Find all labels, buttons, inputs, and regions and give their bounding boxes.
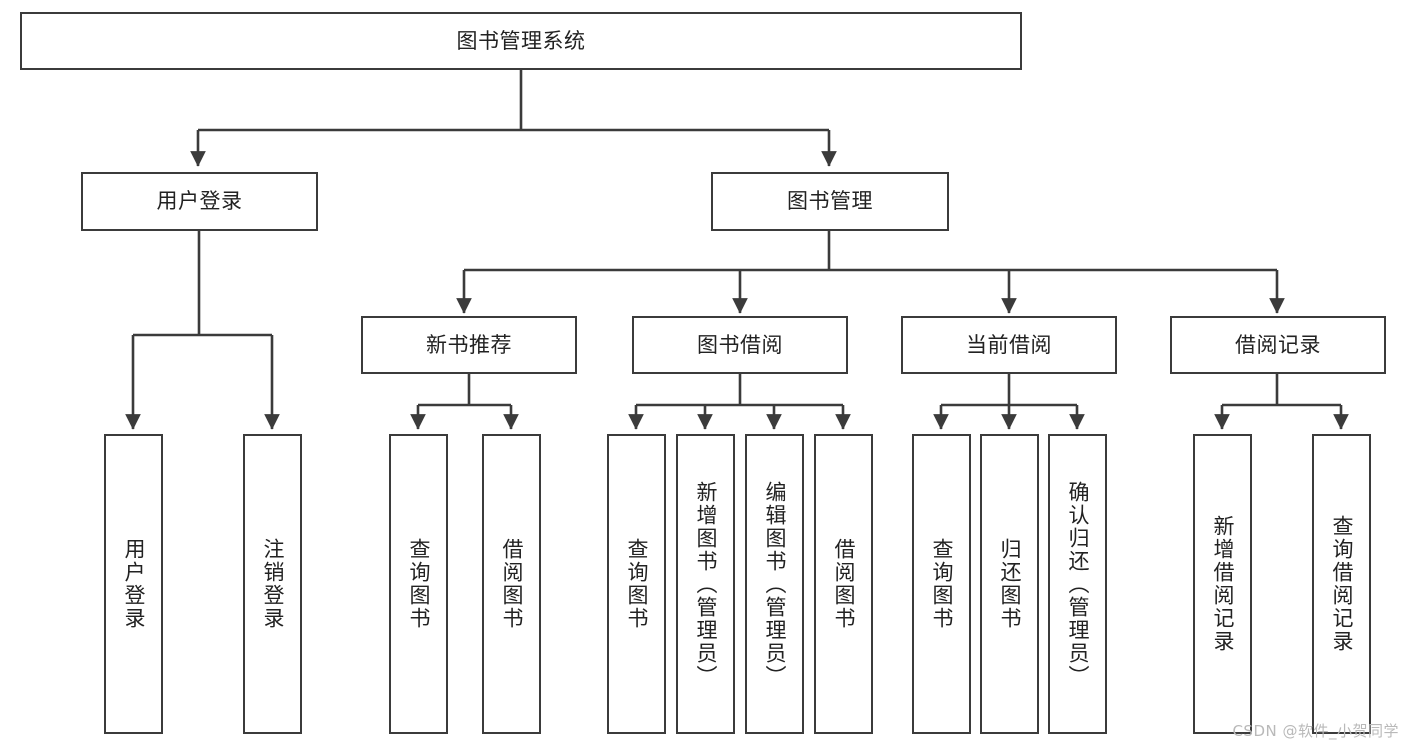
node-label: 编辑图书（管理员） bbox=[763, 480, 787, 688]
node-label: 新书推荐 bbox=[426, 332, 512, 357]
node-book-borrow[interactable]: 图书借阅 bbox=[632, 316, 848, 374]
node-label: 查询图书 bbox=[930, 538, 954, 630]
node-root-book-management-system[interactable]: 图书管理系统 bbox=[20, 12, 1022, 70]
leaf-add-borrow-record[interactable]: 新增借阅记录 bbox=[1193, 434, 1252, 734]
leaf-return-book[interactable]: 归还图书 bbox=[980, 434, 1039, 734]
node-label: 查询图书 bbox=[407, 538, 431, 630]
node-label: 用户登录 bbox=[156, 189, 243, 214]
leaf-query-book-current[interactable]: 查询图书 bbox=[912, 434, 971, 734]
node-label: 用户登录 bbox=[122, 538, 146, 630]
node-label: 注销登录 bbox=[261, 538, 285, 630]
node-label: 图书管理系统 bbox=[456, 28, 586, 53]
node-label: 当前借阅 bbox=[966, 332, 1052, 357]
leaf-logout-login[interactable]: 注销登录 bbox=[243, 434, 302, 734]
node-label: 查询图书 bbox=[625, 538, 649, 630]
leaf-user-login[interactable]: 用户登录 bbox=[104, 434, 163, 734]
node-current-borrow[interactable]: 当前借阅 bbox=[901, 316, 1117, 374]
node-label: 新增图书（管理员） bbox=[694, 480, 718, 688]
leaf-query-book-recommend[interactable]: 查询图书 bbox=[389, 434, 448, 734]
node-label: 新增借阅记录 bbox=[1211, 515, 1235, 653]
node-label: 借阅图书 bbox=[832, 538, 856, 630]
leaf-confirm-return-admin[interactable]: 确认归还（管理员） bbox=[1048, 434, 1107, 734]
node-new-book-recommend[interactable]: 新书推荐 bbox=[361, 316, 577, 374]
node-borrow-record[interactable]: 借阅记录 bbox=[1170, 316, 1386, 374]
node-book-management[interactable]: 图书管理 bbox=[711, 172, 949, 231]
node-user-login[interactable]: 用户登录 bbox=[81, 172, 318, 231]
leaf-query-borrow-record[interactable]: 查询借阅记录 bbox=[1312, 434, 1371, 734]
node-label: 图书借阅 bbox=[697, 332, 783, 357]
node-label: 确认归还（管理员） bbox=[1066, 480, 1090, 688]
node-label: 图书管理 bbox=[787, 189, 873, 214]
leaf-edit-book-admin[interactable]: 编辑图书（管理员） bbox=[745, 434, 804, 734]
leaf-borrow-book[interactable]: 借阅图书 bbox=[814, 434, 873, 734]
node-label: 借阅图书 bbox=[500, 538, 524, 630]
node-label: 归还图书 bbox=[998, 538, 1022, 630]
node-label: 查询借阅记录 bbox=[1330, 515, 1354, 653]
leaf-add-book-admin[interactable]: 新增图书（管理员） bbox=[676, 434, 735, 734]
csdn-watermark: CSDN @软件_小贺同学 bbox=[1232, 722, 1399, 740]
leaf-query-book-borrow[interactable]: 查询图书 bbox=[607, 434, 666, 734]
node-label: 借阅记录 bbox=[1235, 332, 1321, 357]
leaf-borrow-book-recommend[interactable]: 借阅图书 bbox=[482, 434, 541, 734]
